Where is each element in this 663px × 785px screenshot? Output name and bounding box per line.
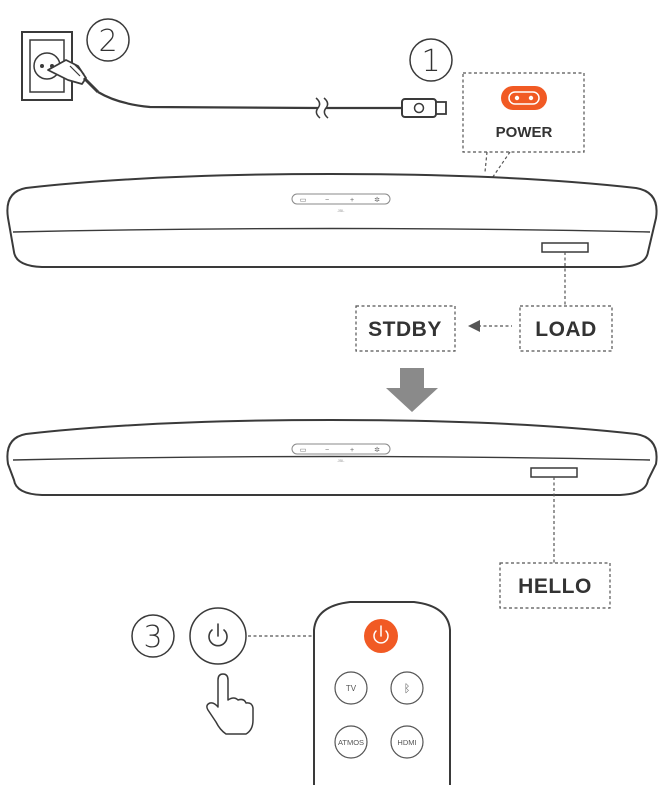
soundbar-minus-glyph: − [325,197,329,204]
remote-power-button[interactable] [364,619,398,653]
power-icon [208,623,228,647]
soundbar-bt-glyph: ✲ [374,446,380,454]
step-3-number: 3 [143,620,162,655]
step-1-number: 1 [421,44,440,79]
soundbar-bt-glyph: ✲ [374,196,380,204]
remote-tv-label: TV [346,684,357,693]
power-label: POWER [496,124,553,141]
soundbar-display [541,242,589,253]
load-label: LOAD [535,318,597,341]
hello-callout: HELLO [499,477,611,609]
remote-control: TV ᛒ ATMOS HDMI [313,601,451,785]
soundbar-brand: JBL [338,208,346,213]
load-stdby-callout: LOAD STDBY [355,252,613,352]
remote-hdmi-button[interactable]: HDMI [390,725,424,759]
soundbar-source-glyph: ▭ [300,447,307,454]
power-button-callout [189,607,364,665]
hello-label: HELLO [518,575,592,598]
step-2-number: 2 [98,24,117,59]
left-arrow-icon [468,320,480,332]
hand-pointer-icon [206,673,254,735]
soundbar-minus-glyph: − [325,447,329,454]
step-1-marker: 1 [409,38,453,82]
bluetooth-icon: ᛒ [404,682,411,695]
soundbar-plus-glyph: + [350,447,354,454]
plug-icon [47,59,100,94]
remote-bluetooth-button[interactable]: ᛒ [390,671,424,705]
power-port-callout: POWER [462,72,585,185]
step-2-marker: 2 [86,18,130,62]
soundbar-display [530,467,578,478]
stdby-label: STDBY [368,318,442,341]
power-port-icon [501,86,547,110]
remote-hdmi-label: HDMI [397,738,416,747]
soundbar-source-glyph: ▭ [300,197,307,204]
down-arrow-icon [386,368,438,412]
remote-atmos-label: ATMOS [338,738,364,747]
soundbar-top: ▭ − + ✲ JBL [6,172,658,268]
soundbar-brand: JBL [338,458,346,463]
power-cable [97,91,404,119]
soundbar-plus-glyph: + [350,197,354,204]
step-3-marker: 3 [131,614,175,658]
cable-connector-icon [401,98,447,118]
soundbar-bottom: ▭ − + ✲ JBL [6,418,658,496]
remote-atmos-button[interactable]: ATMOS [334,725,368,759]
remote-tv-button[interactable]: TV [334,671,368,705]
